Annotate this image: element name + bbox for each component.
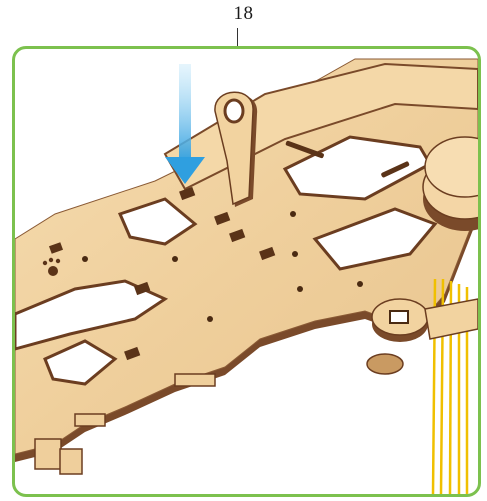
assembly-illustration	[15, 49, 478, 494]
bolt-icon	[367, 299, 428, 374]
part-number-label: 18	[0, 3, 487, 25]
instruction-frame	[12, 46, 481, 497]
round-disc	[423, 137, 478, 231]
